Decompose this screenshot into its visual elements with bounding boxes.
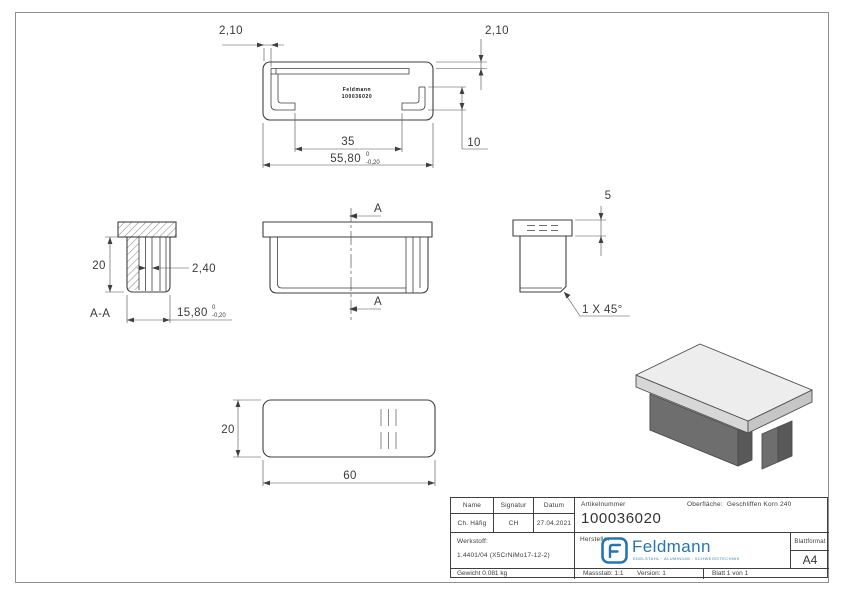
material-value: 1.4401/04 (X5CrNiMo17-12-2) bbox=[457, 552, 550, 559]
dim-text-depth: 20 bbox=[221, 424, 235, 436]
dim-text-flange: 5 bbox=[605, 190, 612, 202]
dim-section-height: 20 bbox=[92, 236, 124, 293]
dim-text-leg: 10 bbox=[467, 137, 481, 149]
title-block: Name Signatur Datum Ch. Häfig CH 27.04.2… bbox=[450, 497, 829, 579]
article-number: 100036020 bbox=[581, 510, 662, 527]
cut-label-bottom: A bbox=[374, 296, 382, 308]
dim-width-tol-upper: 0 bbox=[366, 152, 370, 158]
manufacturer-cell: Hersteller Feldmann EDELSTAHL · ALUMINIU… bbox=[575, 533, 791, 569]
dim-section-wall: 2,40 bbox=[137, 263, 216, 275]
dim-section-tol-lower: -0,20 bbox=[212, 313, 226, 319]
manufacturer-label: Hersteller bbox=[580, 536, 610, 543]
section-label: A-A bbox=[90, 308, 110, 320]
dim-top-leg: 10 bbox=[428, 86, 488, 150]
version-value: Version: 1 bbox=[637, 570, 666, 577]
view-front-linework bbox=[262, 221, 433, 294]
dim-text-slot: 35 bbox=[341, 136, 355, 148]
view-bottom-linework bbox=[262, 399, 436, 458]
chamfer-callout: 1 X 45° bbox=[563, 291, 630, 317]
sheet-format-value: A4 bbox=[791, 551, 829, 569]
dim-top-wall-left: 2,10 bbox=[219, 25, 284, 67]
sheet-number-value: Blatt 1 von 1 bbox=[712, 570, 749, 577]
feldmann-logo-icon bbox=[601, 537, 628, 564]
dim-bottom-depth: 20 bbox=[221, 399, 261, 458]
dim-side-flange: 5 bbox=[575, 190, 611, 256]
signature-label: Signatur bbox=[494, 498, 534, 514]
dim-text-section-width: 15,80 bbox=[177, 307, 208, 319]
view-isometric bbox=[635, 343, 813, 470]
article-label: Artikelnummer bbox=[581, 501, 626, 508]
top-view-engraving: Feldmann 100036020 bbox=[342, 87, 372, 100]
dim-top-slot: 35 bbox=[294, 113, 403, 152]
scale-cell: Massstab: 1:1 Version: 1 bbox=[575, 569, 704, 579]
surface-label: Oberfläche: bbox=[687, 501, 723, 508]
chamfer-text: 1 X 45° bbox=[582, 304, 623, 316]
view-top-linework bbox=[262, 61, 434, 121]
dim-width-tol-lower: -0,20 bbox=[366, 160, 380, 166]
view-side-linework bbox=[512, 219, 573, 293]
scale-value: Massstab: 1:1 bbox=[583, 570, 624, 577]
sheet-frame bbox=[15, 12, 829, 583]
dim-top-width: 55,80 0 -0,20 bbox=[262, 123, 434, 168]
dim-text-wall-right: 2,10 bbox=[485, 25, 509, 37]
material-cell: Werkstoff: 1.4401/04 (X5CrNiMo17-12-2) bbox=[451, 533, 575, 569]
surface-spec: Oberfläche: Geschliffen Korn 240 bbox=[687, 501, 791, 508]
dim-section-width: 15,80 0 -0,20 bbox=[126, 295, 232, 323]
weight-cell: Gewicht 0.081 kg bbox=[451, 569, 575, 579]
dim-text-section-height: 20 bbox=[92, 260, 106, 272]
date-value: 27.04.2021 bbox=[534, 514, 575, 533]
feldmann-logo-tagline: EDELSTAHL · ALUMINIUM · SCHWEISSTECHNIK bbox=[633, 556, 740, 561]
view-section-linework bbox=[117, 221, 177, 293]
date-label: Datum bbox=[534, 498, 575, 514]
engraving-number: 100036020 bbox=[342, 94, 372, 100]
dim-top-wall-right: 2,10 bbox=[436, 25, 509, 90]
sheet-format-label: Blattformat bbox=[791, 533, 829, 551]
sheet-number-cell: Blatt 1 von 1 bbox=[704, 569, 829, 579]
material-label: Werkstoff: bbox=[457, 538, 489, 545]
article-cell: Artikelnummer 100036020 Oberfläche: Gesc… bbox=[575, 498, 829, 533]
dim-bottom-length: 60 bbox=[262, 460, 436, 486]
dim-text-length: 60 bbox=[343, 470, 357, 482]
name-value: Ch. Häfig bbox=[451, 514, 494, 533]
name-label: Name bbox=[451, 498, 494, 514]
engraving-brand: Feldmann bbox=[343, 87, 371, 93]
feldmann-logo-text: Feldmann bbox=[632, 537, 711, 556]
dim-text-wall-left: 2,10 bbox=[219, 25, 243, 37]
signature-value: CH bbox=[494, 514, 534, 533]
surface-value: Geschliffen Korn 240 bbox=[726, 501, 792, 508]
section-cut-line: A A bbox=[349, 203, 382, 322]
weight-value: Gewicht 0.081 kg bbox=[457, 570, 508, 577]
cut-label-top: A bbox=[374, 203, 382, 215]
dim-text-section-wall: 2,40 bbox=[192, 263, 216, 275]
dim-text-width: 55,80 bbox=[330, 153, 361, 165]
dim-section-tol-upper: 0 bbox=[212, 305, 216, 311]
